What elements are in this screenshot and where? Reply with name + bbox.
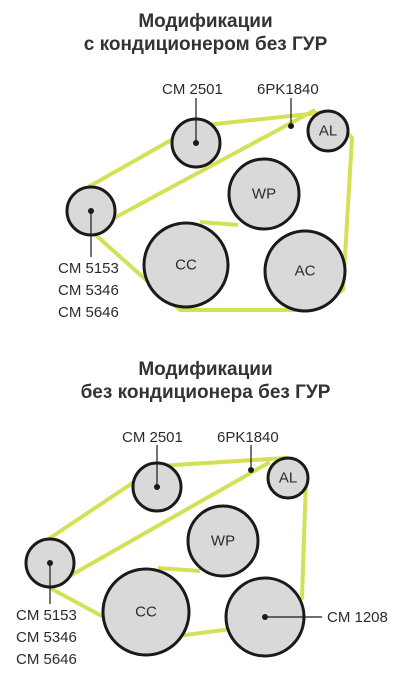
diagram2-right-pulley-code: CM 1208 [327, 609, 388, 626]
diagram2: AL WP CC CM 2501 6PK1840 CM 5153 CM 5346… [16, 429, 388, 668]
diagram2-cc-label: CC [135, 604, 157, 621]
diagram2-al-label: AL [279, 470, 297, 487]
diagram1-title-line2: с кондиционером без ГУР [83, 34, 328, 55]
diagram1-ac-label: AC [295, 263, 316, 280]
diagram2-title: Модификации без кондиционера без ГУР [0, 358, 411, 404]
diagram1-pulley-al: AL [306, 109, 350, 153]
diagram2-wp-label: WP [211, 533, 235, 550]
diagram1-left-code-1: CM 5153 [58, 260, 119, 277]
diagram2-left-code-3: CM 5646 [16, 651, 77, 668]
diagram1-title: Модификации с кондиционером без ГУР [0, 10, 411, 56]
diagram1-pulley-wp: WP [227, 157, 301, 231]
diagram1-pulley-cc: CC [142, 221, 230, 309]
diagram2-pulley-wp: WP [186, 504, 260, 578]
diagram2-belt-code: 6PK1840 [217, 429, 279, 446]
diagram1-pulley-ac: AC [263, 229, 347, 313]
diagram1-top-pulley-code: CM 2501 [162, 81, 223, 98]
diagram1: AL WP CC AC CM 2501 6PK1840 CM 5153 CM 5… [58, 81, 354, 321]
diagram1-cc-label: CC [175, 257, 197, 274]
diagram2-title-line2: без кондиционера без ГУР [80, 382, 331, 403]
diagram1-wp-label: WP [252, 186, 276, 203]
diagram2-left-code-2: CM 5346 [16, 629, 77, 646]
diagram1-left-code-3: CM 5646 [58, 304, 119, 321]
diagram1-title-line1: Модификации [138, 11, 273, 32]
diagram2-pulley-al: AL [266, 456, 310, 500]
diagram2-left-code-1: CM 5153 [16, 607, 77, 624]
diagram2-title-line1: Модификации [138, 359, 273, 380]
diagram1-belt-code: 6PK1840 [257, 81, 319, 98]
diagram2-top-pulley-code: CM 2501 [122, 429, 183, 446]
diagram2-pulley-cc: CC [101, 567, 191, 657]
diagram1-left-code-2: CM 5346 [58, 282, 119, 299]
diagram1-al-label: AL [319, 123, 337, 140]
